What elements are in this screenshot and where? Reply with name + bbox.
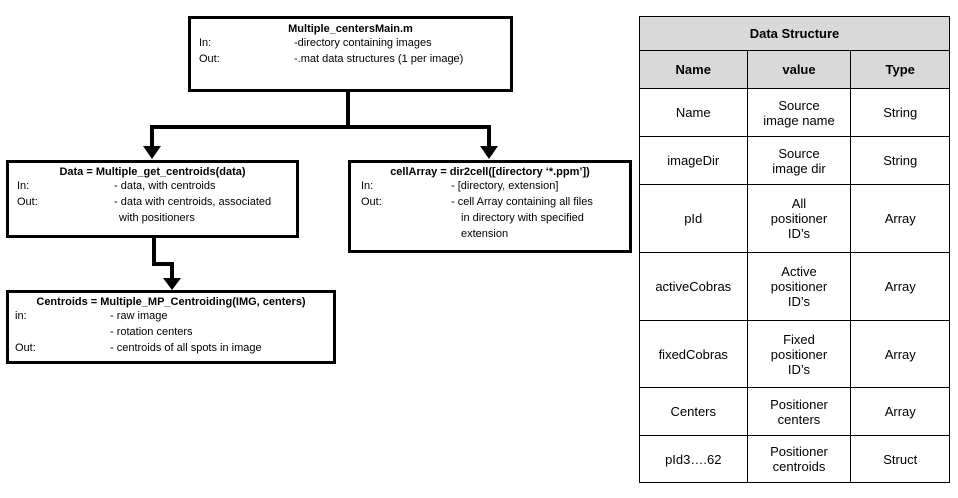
centroiding-out-row: Out: - centroids of all spots in image xyxy=(15,340,327,356)
cell-type: String xyxy=(850,136,950,185)
in-label: In: xyxy=(17,180,30,192)
arrowhead-dir2cell xyxy=(480,146,498,159)
cell-name: activeCobras xyxy=(639,252,748,321)
dir2cell-in-row: In: - [directory, extension] xyxy=(361,178,619,194)
in-label: In: xyxy=(361,180,374,192)
out-value: - data with centroids, associated xyxy=(114,196,272,208)
get-centroids-title: Data = Multiple_get_centroids(data) xyxy=(59,166,246,178)
arrowhead-get-centroids xyxy=(143,146,161,159)
column-header-name: Name xyxy=(639,50,748,89)
cell-name: pId xyxy=(639,184,748,253)
in-value: - data, with centroids xyxy=(114,180,216,192)
get-centroids-in-row: In: - data, with centroids xyxy=(17,178,288,194)
cell-name: Name xyxy=(639,88,748,137)
in-value: - [directory, extension] xyxy=(451,180,559,192)
cell-type: Array xyxy=(850,184,950,253)
data-structure-table: Data Structure Name value Type Name Sour… xyxy=(639,16,950,483)
cell-name: pId3….62 xyxy=(639,435,748,483)
centroiding-box: Centroids = Multiple_MP_Centroiding(IMG,… xyxy=(6,290,336,364)
out-value-continued-2: extension xyxy=(461,228,509,240)
centroiding-title: Centroids = Multiple_MP_Centroiding(IMG,… xyxy=(36,296,306,308)
in-label: in: xyxy=(15,310,27,322)
cell-type: String xyxy=(850,88,950,137)
centroiding-in-row: in: - raw image xyxy=(15,308,327,324)
main-out-row: Out: -.mat data structures (1 per image) xyxy=(199,51,502,67)
cell-type: Array xyxy=(850,252,950,321)
cell-name: fixedCobras xyxy=(639,320,748,388)
out-value: - centroids of all spots in image xyxy=(110,342,262,354)
main-script-title: Multiple_centersMain.m xyxy=(288,23,413,35)
out-value: -.mat data structures (1 per image) xyxy=(294,53,464,65)
out-value-continued: in directory with specified xyxy=(461,212,584,224)
out-label: Out: xyxy=(17,196,38,208)
out-label: Out: xyxy=(15,342,36,354)
column-header-type: Type xyxy=(850,50,950,89)
cell-name: imageDir xyxy=(639,136,748,185)
out-value: - cell Array containing all files xyxy=(451,196,593,208)
arrowhead-centroiding xyxy=(163,278,181,290)
get-centroids-out-row: Out: - data with centroids, associated xyxy=(17,194,288,210)
cell-name: Centers xyxy=(639,387,748,436)
cell-type: Struct xyxy=(850,435,950,483)
out-label: Out: xyxy=(361,196,382,208)
arrow-to-centroiding xyxy=(152,238,174,283)
dir2cell-out-row-3: extension xyxy=(361,226,619,242)
in-value-2: - rotation centers xyxy=(110,326,193,338)
cell-type: Array xyxy=(850,387,950,436)
get-centroids-out-row-2: with positioners xyxy=(17,210,288,226)
dir2cell-box: cellArray = dir2cell([directory ‘*.ppm’]… xyxy=(348,160,632,253)
dir2cell-title: cellArray = dir2cell([directory ‘*.ppm’]… xyxy=(390,166,590,178)
out-value-continued: with positioners xyxy=(119,212,195,224)
dir2cell-out-row: Out: - cell Array containing all files xyxy=(361,194,619,210)
main-in-row: In: -directory containing images xyxy=(199,35,502,51)
main-script-box: Multiple_centersMain.m In: -directory co… xyxy=(188,16,513,92)
in-value: - raw image xyxy=(110,310,168,322)
in-value: -directory containing images xyxy=(294,37,432,49)
table-title: Data Structure xyxy=(639,16,950,51)
out-label: Out: xyxy=(199,53,220,65)
get-centroids-box: Data = Multiple_get_centroids(data) In: … xyxy=(6,160,299,238)
centroiding-in-row-2: - rotation centers xyxy=(15,324,327,340)
main-branch-line xyxy=(152,92,491,129)
column-header-value: value xyxy=(746,50,852,89)
in-label: In: xyxy=(199,37,212,49)
cell-type: Array xyxy=(850,320,950,388)
dir2cell-out-row-2: in directory with specified xyxy=(361,210,619,226)
